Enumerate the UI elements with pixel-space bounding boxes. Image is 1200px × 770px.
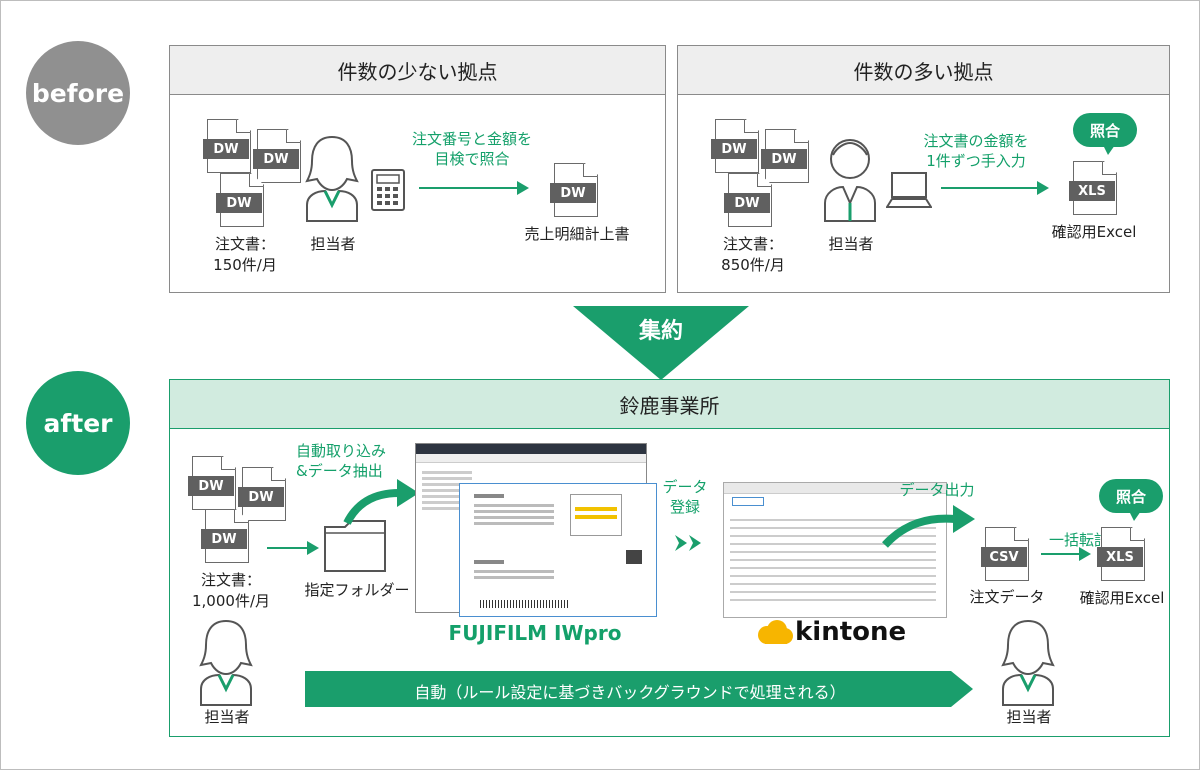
orders-count-label: 注文書：850件/月: [721, 235, 785, 274]
curved-arrow: [882, 505, 975, 548]
panel-suzuka-title: 鈴鹿事業所: [170, 380, 1169, 429]
document-icon: DW: [761, 129, 809, 183]
person-icon: [199, 619, 253, 706]
person-label: 担当者: [310, 235, 356, 253]
order-data-label: 注文データ: [969, 588, 1045, 606]
laptop-icon: [886, 172, 932, 208]
csv-file-icon: CSV: [981, 527, 1029, 581]
orders-count-label: 注文書：150件/月: [213, 235, 277, 274]
flow-arrow: [267, 547, 309, 549]
sales-statement-label: 売上明細計上書: [524, 225, 630, 243]
person-label: 担当者: [1006, 708, 1052, 726]
kintone-cloud-icon: [758, 620, 793, 644]
register-annotation: データ登録: [662, 478, 708, 516]
orders-count-label: 注文書：1,000件/月: [192, 571, 270, 610]
after-label: after: [43, 408, 113, 438]
calculator-icon: [371, 169, 405, 211]
before-circle: before: [26, 41, 130, 145]
document-icon: DW: [724, 173, 772, 227]
document-icon: DW: [188, 456, 236, 510]
panel-few-title: 件数の少ない拠点: [170, 46, 665, 95]
curved-arrow: [343, 479, 419, 525]
before-label: before: [31, 78, 125, 108]
xls-file-icon: XLS: [1069, 161, 1117, 215]
automation-banner-text: 自動（ルール設定に基づきバックグラウンドで処理される）: [414, 683, 846, 702]
arrow-head: [307, 541, 319, 555]
person-label: 担当者: [204, 708, 250, 726]
iwpro-product-label: FUJIFILM IWpro: [448, 621, 622, 645]
document-icon: DW: [201, 509, 249, 563]
excel-label: 確認用Excel: [1051, 223, 1137, 241]
document-icon: DW: [203, 119, 251, 173]
kintone-app-screenshot: [723, 482, 947, 618]
data-export-annotation: データ出力: [899, 481, 975, 499]
document-icon: DW: [253, 129, 301, 183]
person-icon: [1001, 619, 1055, 706]
folder-label: 指定フォルダー: [304, 581, 410, 599]
visual-check-annotation: 注文番号と金額を目検で照合: [411, 130, 532, 168]
after-circle: after: [26, 371, 130, 475]
automation-banner-arrow: [305, 671, 973, 707]
document-icon: DW: [711, 119, 759, 173]
xls-file-icon: XLS: [1097, 527, 1145, 581]
panel-many-title: 件数の多い拠点: [678, 46, 1169, 95]
bulk-transfer-annotation: 一括転記: [1048, 531, 1109, 549]
document-icon: DW: [238, 467, 286, 521]
person-icon: [305, 135, 359, 222]
kintone-product-label: kintone: [795, 617, 907, 647]
person-icon: [824, 139, 876, 222]
verify-bubble: 照合: [1099, 479, 1163, 521]
person-label: 担当者: [828, 235, 874, 253]
order-form-preview: [459, 483, 657, 617]
arrow-head: [517, 181, 529, 195]
flow-arrow: [419, 187, 519, 189]
flow-arrow: [1041, 553, 1081, 555]
consolidate-arrow: [573, 306, 749, 380]
auto-extract-annotation: 自動取り込み&データ抽出: [296, 442, 387, 480]
arrow-head: [1079, 547, 1091, 561]
excel-label: 確認用Excel: [1079, 589, 1165, 607]
folder-icon: [324, 520, 386, 572]
consolidate-label: 集約: [638, 319, 683, 344]
document-icon: DW: [216, 173, 264, 227]
flow-arrow: [941, 187, 1039, 189]
document-icon: DW: [550, 163, 598, 217]
verify-bubble: 照合: [1073, 113, 1137, 155]
double-chevron-icon: [675, 535, 701, 551]
arrow-head: [1037, 181, 1049, 195]
